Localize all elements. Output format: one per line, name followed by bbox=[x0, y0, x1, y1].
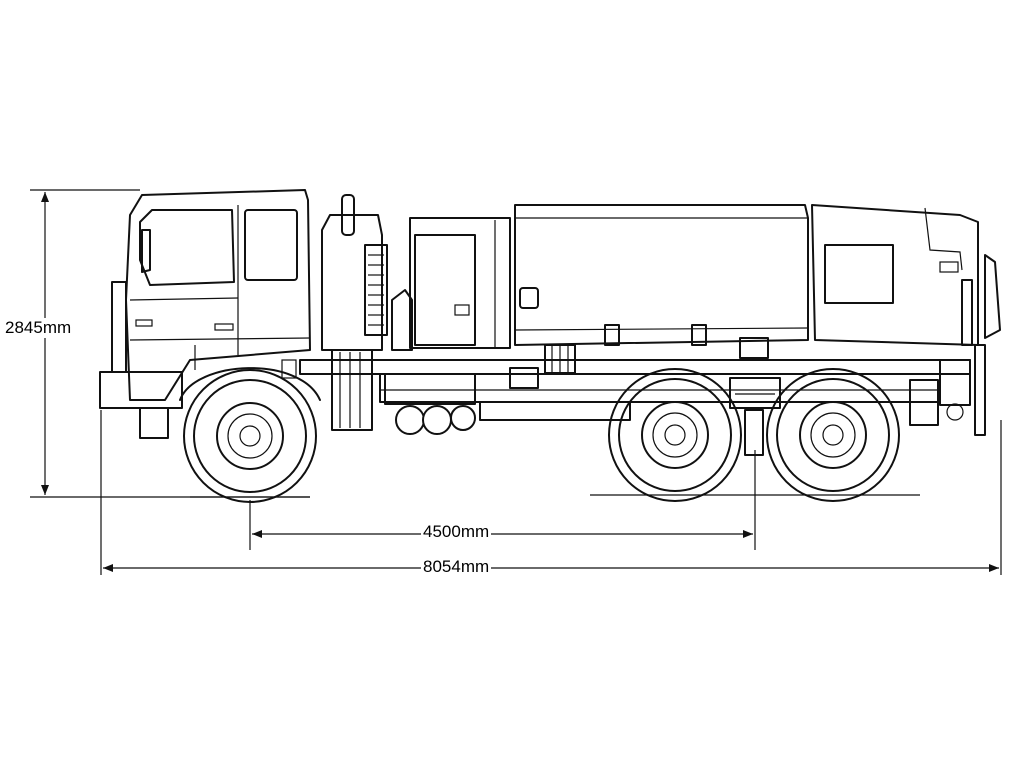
height-dimension-label: 2845mm bbox=[3, 318, 74, 338]
cab bbox=[99, 189, 311, 439]
height-dimension-line bbox=[30, 189, 310, 498]
rear-wheel bbox=[766, 368, 900, 502]
rear-suspension bbox=[729, 377, 781, 456]
middle-rear-wheel bbox=[608, 368, 742, 502]
wheelbase-dimension-label: 4500mm bbox=[421, 522, 492, 542]
front-fender bbox=[179, 367, 321, 401]
tank-body bbox=[509, 204, 809, 389]
tool-box bbox=[409, 217, 511, 349]
fuel-tanks bbox=[384, 373, 476, 435]
overall-length-dimension-label: 8054mm bbox=[421, 557, 492, 577]
front-wheel bbox=[183, 369, 317, 503]
exhaust-stack bbox=[321, 194, 413, 431]
wheelbase-dimension-line bbox=[249, 450, 756, 550]
overall-length-dimension-line bbox=[100, 410, 1002, 575]
rear-compartment bbox=[811, 204, 1001, 436]
